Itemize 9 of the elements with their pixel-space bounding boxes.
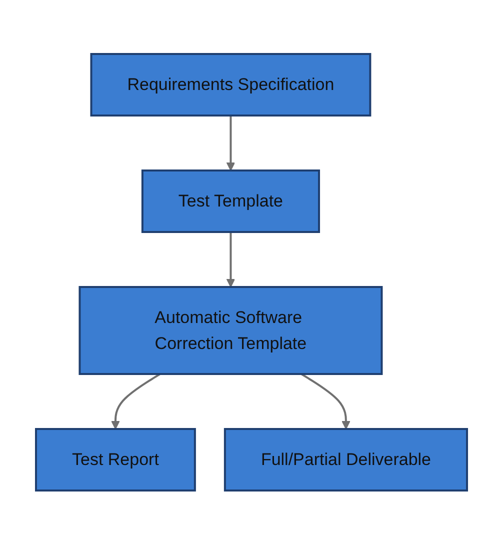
arrow [226,232,236,288]
node-box: Test Template [141,169,320,233]
arrow [300,372,350,430]
node-box: Full/Partial Deliverable [224,428,468,492]
arrow [226,115,236,171]
node-box: Test Report [34,428,196,492]
node-box: Automatic Software Correction Template [78,286,383,375]
arrow [111,372,161,430]
node-box: Requirements Specification [90,52,372,116]
